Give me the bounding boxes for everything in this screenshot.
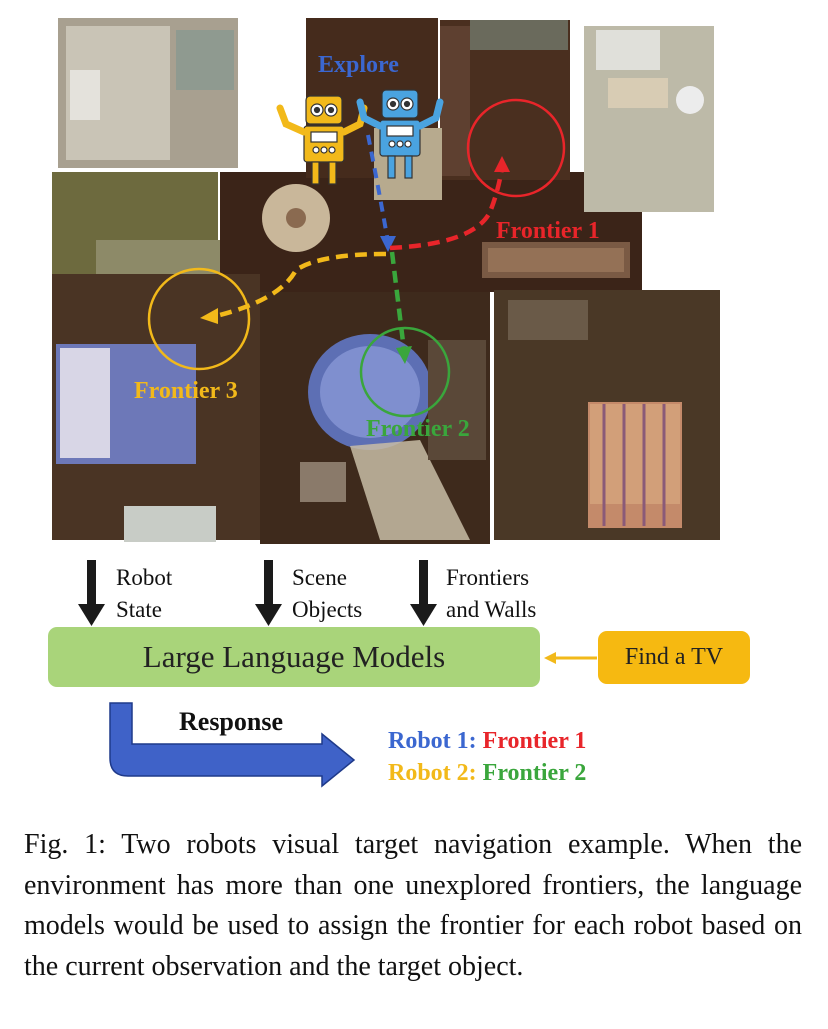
figure: Explore Frontier 1 Frontier 2 Frontier 3… — [48, 18, 750, 788]
llm-label: Large Language Models — [142, 639, 446, 674]
robot-1-icon — [356, 89, 444, 179]
figure-caption: Fig. 1: Two robots visual target navigat… — [24, 829, 802, 982]
frontier-2-label: Frontier 2 — [366, 416, 470, 442]
frontier-1-label: Frontier 1 — [496, 218, 600, 244]
floorplan-diagram — [52, 18, 720, 788]
task-arrow — [544, 652, 597, 664]
explore-path — [366, 134, 390, 243]
assignment-robot-2-frontier: Frontier 2 — [482, 760, 587, 786]
task-label: Find a TV — [624, 644, 724, 670]
assignment-robot-1-name: Robot 1: — [388, 728, 477, 754]
robot-state-line-2: State — [116, 597, 162, 622]
frontier-2-circle — [359, 326, 451, 418]
frontiers-walls-line-2: and Walls — [446, 597, 537, 622]
path-to-frontier-2 — [389, 251, 407, 351]
frontier-3-label: Frontier 3 — [134, 378, 238, 404]
frontiers-walls-label: Frontiers and Walls — [446, 562, 536, 626]
frontier-1-circle — [466, 98, 566, 198]
frontiers-walls-line-1: Frontiers — [446, 565, 530, 590]
llm-box: Large Language Models — [48, 627, 540, 687]
scene-objects-label: Scene Objects — [292, 562, 362, 626]
assignment-robot-2-name: Robot 2: — [388, 760, 477, 786]
path-to-frontier-1 — [389, 167, 505, 251]
frontier-2-arrowhead — [396, 346, 412, 364]
robot-state-label: Robot State — [116, 562, 172, 626]
input-arrows — [78, 560, 437, 626]
scene-objects-line-2: Objects — [292, 597, 363, 622]
task-box: Find a TV — [598, 631, 750, 684]
response-label: Response — [179, 707, 284, 736]
scene-objects-line-1: Scene — [292, 565, 347, 590]
assignment-robot-2: Robot 2: Frontier 2 — [388, 760, 586, 787]
explore-label: Explore — [318, 52, 399, 78]
robot-state-line-1: Robot — [116, 565, 173, 590]
explore-arrowhead — [380, 236, 396, 252]
frontier-3-circle — [147, 267, 251, 371]
response-arrow — [109, 702, 356, 788]
assignment-robot-1: Robot 1: Frontier 1 — [388, 728, 586, 755]
frontier-1-arrowhead — [494, 156, 510, 172]
frontier-3-arrowhead — [200, 308, 218, 324]
assignment-robot-1-frontier: Frontier 1 — [482, 728, 587, 754]
